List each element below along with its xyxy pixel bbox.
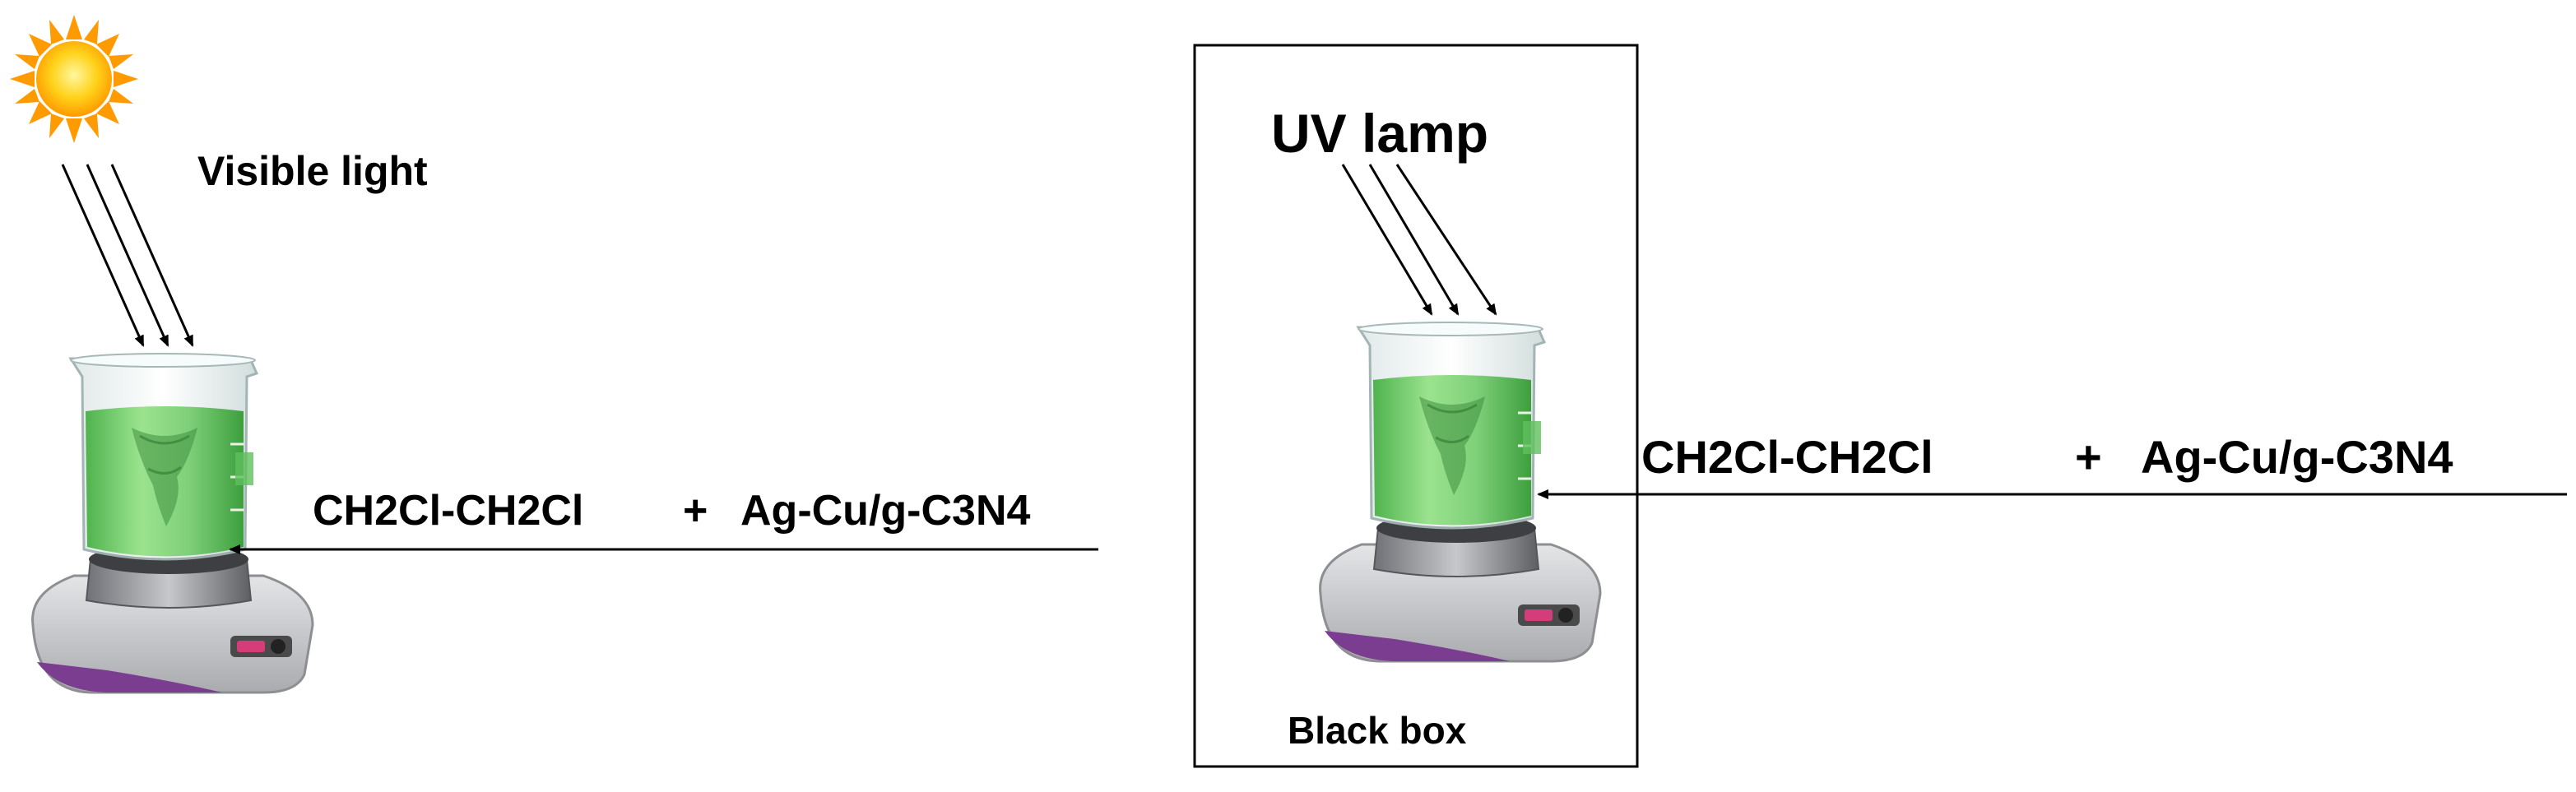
left-beaker-stirrer-icon [31,352,314,694]
black-box-enclosure [1193,44,1639,768]
sun-icon [10,15,138,143]
left-plus-sign: + [683,487,708,535]
right-plus-sign: + [2075,431,2102,483]
right-catalyst-label: Ag-Cu/g-C3N4 [2141,431,2453,483]
uv-light-rays [1341,164,1497,316]
black-box-label: Black box [1288,709,1467,752]
right-reactant-label: CH2Cl-CH2Cl [1641,431,1933,483]
left-reactant-label: CH2Cl-CH2Cl [313,487,583,535]
left-setup: Visible light CH2Cl-CH2Cl + Ag-Cu/g-C3N4 [10,15,1098,694]
right-setup: UV lamp Black box CH2Cl-CH2Cl + Ag-Cu/g-… [1193,44,2567,768]
left-catalyst-label: Ag-Cu/g-C3N4 [740,487,1031,535]
uv-lamp-label: UV lamp [1271,103,1488,164]
visible-light-rays [61,164,194,347]
right-beaker-stirrer-icon [1319,321,1602,663]
visible-light-label: Visible light [197,148,428,194]
